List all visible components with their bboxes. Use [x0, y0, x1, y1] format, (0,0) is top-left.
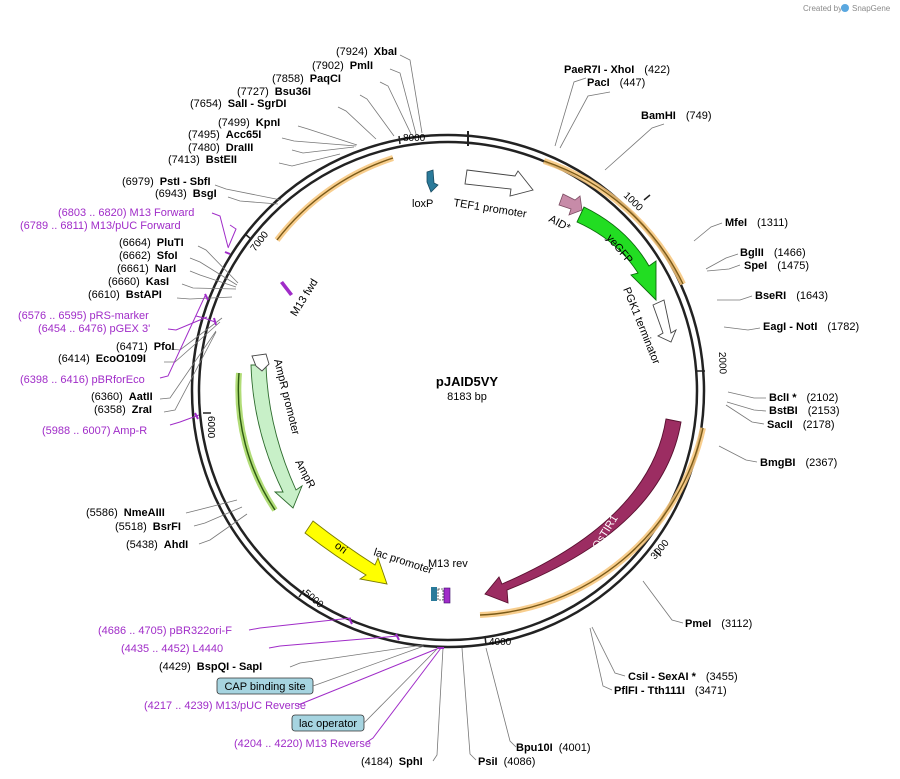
loxP-label: loxP: [412, 198, 433, 210]
ampr-promoter-feature: [251, 353, 270, 372]
svg-text:PaeR7I - XhoI(422): PaeR7I - XhoI(422): [564, 64, 670, 76]
yegfp-feature: [576, 206, 657, 302]
aid-feature: [558, 193, 583, 216]
svg-text:(5438)AhdI: (5438)AhdI: [126, 539, 188, 551]
svg-text:BclI *(2102): BclI *(2102): [769, 392, 838, 404]
svg-text:(5518)BsrFI: (5518)BsrFI: [115, 521, 181, 533]
svg-text:(6358)ZraI: (6358)ZraI: [94, 404, 152, 416]
ampr-label: AmpR: [292, 458, 317, 491]
tick-7000: 7000: [249, 229, 272, 254]
svg-text:PacI(447): PacI(447): [587, 77, 645, 89]
svg-text:Bpu10I(4001): Bpu10I(4001): [516, 742, 590, 754]
ori-feature: [304, 520, 388, 585]
svg-text:(6660)KasI: (6660)KasI: [108, 276, 169, 288]
svg-text:PsiI(4086): PsiI(4086): [478, 756, 535, 768]
primer-label: (4217 .. 4239) M13/pUC Reverse: [144, 700, 306, 712]
primer-label: (6576 .. 6595) pRS-marker: [18, 310, 149, 322]
svg-text:(4429)BspQI - SapI: (4429)BspQI - SapI: [159, 661, 262, 673]
ostir1-feature: [484, 418, 682, 604]
lac-operator-feature: [437, 588, 444, 601]
svg-text:EagI - NotI(1782): EagI - NotI(1782): [763, 321, 859, 333]
svg-text:CsiI - SexAI *(3455): CsiI - SexAI *(3455): [628, 671, 738, 683]
primer-label: (6398 .. 6416) pBRforEco: [20, 374, 145, 386]
svg-text:(6979)PstI - SbfI: (6979)PstI - SbfI: [122, 176, 211, 188]
svg-text:(6471)PfoI: (6471)PfoI: [116, 341, 175, 353]
primer-label: (5988 .. 6007) Amp-R: [42, 425, 147, 437]
brand-text: SnapGene: [852, 4, 891, 13]
snapgene-logo-icon: [841, 4, 849, 12]
primer-label: (6803 .. 6820) M13 Forward: [58, 207, 194, 219]
svg-text:(7858)PaqCI: (7858)PaqCI: [272, 73, 341, 85]
loxP-feature: [426, 169, 439, 193]
primer-lines: [159, 212, 442, 743]
tick-2000: 2000: [716, 352, 728, 375]
svg-text:MfeI(1311): MfeI(1311): [725, 217, 788, 229]
ampr-feature: [250, 364, 303, 509]
svg-text:(7499)KpnI: (7499)KpnI: [218, 117, 280, 129]
m13-rev-label: M13 rev: [428, 558, 468, 570]
m13-rev-feature: [443, 587, 451, 604]
svg-text:SpeI(1475): SpeI(1475): [744, 260, 809, 272]
svg-text:PflFI - Tth111I(3471): PflFI - Tth111I(3471): [614, 685, 727, 697]
primer-marks: [194, 251, 444, 649]
label-lines: [159, 54, 767, 762]
svg-text:(6414)EcoO109I: (6414)EcoO109I: [58, 353, 146, 365]
svg-text:(6610)BstAPI: (6610)BstAPI: [88, 289, 162, 301]
tick-3000: 3000: [649, 537, 672, 561]
svg-text:SacII(2178): SacII(2178): [767, 419, 834, 431]
cap-binding-site-label: CAP binding site: [224, 681, 305, 693]
svg-text:(7924)XbaI: (7924)XbaI: [336, 46, 397, 58]
svg-text:(5586)NmeAIII: (5586)NmeAIII: [86, 507, 165, 519]
svg-text:(7480)DraIII: (7480)DraIII: [188, 142, 253, 154]
svg-text:(7654)SalI - SgrDI: (7654)SalI - SgrDI: [190, 98, 286, 110]
plasmid-name: pJAID5VY: [436, 374, 498, 389]
cap-site-feature: [431, 587, 437, 601]
site-labels-left: (7924)XbaI (7902)PmlI (7858)PaqCI (7727)…: [58, 46, 590, 768]
svg-text:(6661)NarI: (6661)NarI: [117, 263, 176, 275]
tick-8000: 8000: [403, 133, 426, 144]
lac-operator-label: lac operator: [299, 718, 357, 730]
svg-text:PmeI(3112): PmeI(3112): [685, 618, 752, 630]
ampr-promoter-label: AmpR promoter: [271, 358, 302, 437]
tick-4000: 4000: [489, 637, 512, 648]
primer-labels: (6803 .. 6820) M13 Forward (6789 .. 6811…: [18, 207, 371, 750]
m13-fwd-label: M13 fwd: [288, 277, 320, 319]
svg-text:(7727)Bsu36I: (7727)Bsu36I: [237, 86, 311, 98]
primer-label: (4686 .. 4705) pBR322ori-F: [98, 625, 232, 637]
primer-label: (4435 .. 4452) L4440: [121, 643, 223, 655]
site-labels-right: PaeR7I - XhoI(422) PacI(447) BamHI(749) …: [564, 64, 859, 697]
m13-fwd-feature: [280, 281, 293, 296]
svg-text:BstBI(2153): BstBI(2153): [769, 405, 840, 417]
tef1-promoter-label: TEF1 promoter: [453, 197, 528, 220]
svg-text:(4184)SphI: (4184)SphI: [361, 756, 423, 768]
ori-label: ori: [332, 540, 349, 557]
primer-label: (4204 .. 4220) M13 Reverse: [234, 738, 371, 750]
pgk1-terminator-feature: [652, 299, 677, 343]
primer-label: (6789 .. 6811) M13/pUC Forward: [20, 220, 181, 232]
svg-text:BmgBI(2367): BmgBI(2367): [760, 457, 837, 469]
svg-text:BglII(1466): BglII(1466): [740, 247, 806, 259]
svg-text:(6664)PluTI: (6664)PluTI: [119, 237, 184, 249]
svg-text:(7413)BstEII: (7413)BstEII: [168, 154, 237, 166]
plasmid-length: 8183 bp: [447, 391, 487, 403]
svg-text:(7495)Acc65I: (7495)Acc65I: [188, 129, 261, 141]
svg-text:(7902)PmlI: (7902)PmlI: [312, 60, 373, 72]
svg-text:(6662)SfoI: (6662)SfoI: [119, 250, 178, 262]
primer-label: (6454 .. 6476) pGEX 3': [38, 323, 150, 335]
annotation-boxes: CAP binding site lac operator: [216, 645, 439, 732]
tick-6000: 6000: [205, 416, 216, 439]
svg-text:BamHI(749): BamHI(749): [641, 110, 712, 122]
svg-text:BseRI(1643): BseRI(1643): [755, 290, 828, 302]
aid-label: AID*: [547, 213, 573, 235]
tef1-promoter-feature: [464, 169, 534, 197]
credit-text: Created by: [803, 4, 842, 13]
backbone: [190, 131, 706, 649]
svg-text:(6360)AatII: (6360)AatII: [91, 391, 153, 403]
orf-arcs: [235, 155, 706, 618]
svg-text:(6943)BsgI: (6943)BsgI: [155, 188, 217, 200]
